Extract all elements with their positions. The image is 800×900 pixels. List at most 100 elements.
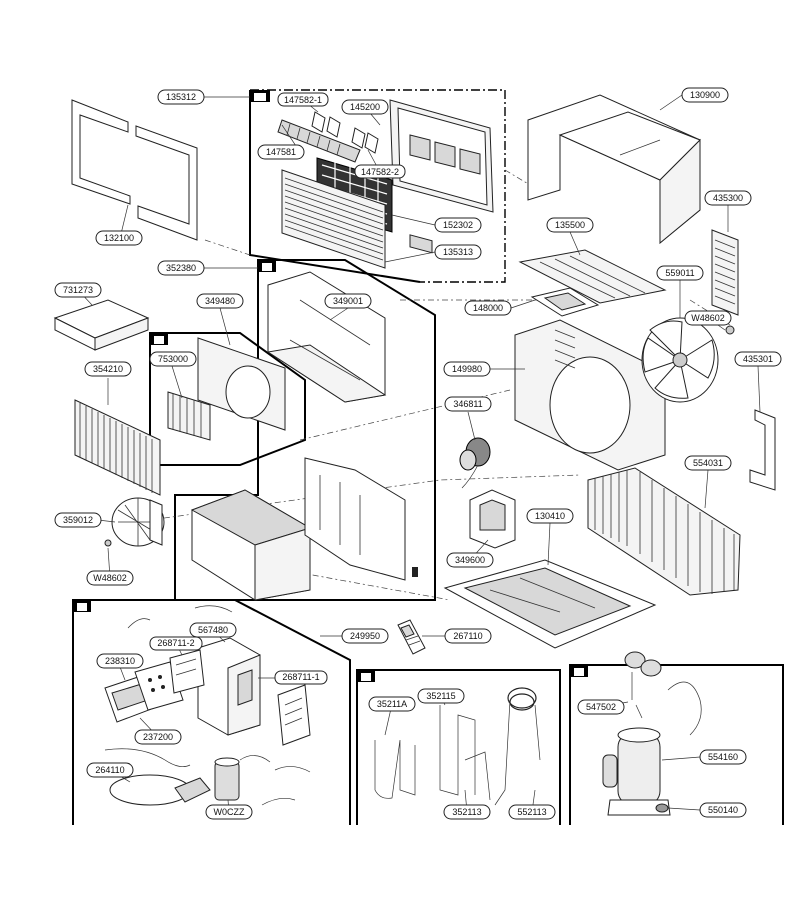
group-border-pipes	[356, 669, 561, 825]
side-louver-right-part	[711, 229, 739, 316]
control-panel-bracket-part	[304, 457, 418, 581]
main-pcb-box-part	[197, 637, 261, 736]
fan-shroud-part	[514, 319, 666, 471]
svg-text:268711-1: 268711-1	[282, 672, 319, 682]
callout-554031: 554031	[684, 455, 732, 471]
callout-35211a: 35211A	[368, 696, 416, 712]
svg-text:148000: 148000	[473, 303, 503, 313]
svg-text:145200: 145200	[350, 102, 380, 112]
rubber-grommet-part	[655, 803, 669, 813]
capillary-pipe-part	[464, 687, 541, 806]
svg-text:753000: 753000	[158, 354, 188, 364]
callout-731273: 731273	[54, 282, 102, 298]
motor-mount-part	[469, 489, 516, 549]
side-bracket-part	[749, 409, 776, 491]
svg-text:147582-1: 147582-1	[284, 95, 322, 105]
svg-text:346811: 346811	[453, 399, 482, 409]
callout-148000: 148000	[464, 300, 512, 316]
remote-control-part	[397, 619, 426, 655]
callout-147581: 147581	[257, 144, 305, 160]
svg-text:559011: 559011	[665, 268, 694, 278]
svg-text:349600: 349600	[455, 555, 485, 565]
callout-130410: 130410	[526, 508, 574, 524]
condenser-fan-part	[641, 317, 719, 403]
svg-text:354210: 354210	[93, 364, 123, 374]
svg-text:W0CZZ: W0CZZ	[214, 807, 245, 817]
filter-guide-part	[277, 111, 379, 163]
evaporator-coil-part	[74, 399, 161, 496]
callout-349600: 349600	[446, 552, 494, 568]
blower-wheel-part	[111, 497, 165, 547]
callout-567480: 567480	[189, 622, 237, 638]
svg-text:435300: 435300	[713, 193, 743, 203]
callout-238310: 238310	[96, 653, 144, 669]
callout-145200: 145200	[341, 99, 389, 115]
blower-nut-part	[104, 539, 112, 547]
svg-text:147581: 147581	[266, 147, 296, 157]
svg-text:552113: 552113	[517, 807, 546, 817]
compressor-wire-part	[667, 681, 702, 736]
callout-132100: 132100	[95, 230, 143, 246]
heater-assembly-part	[167, 391, 211, 441]
control-box-case-part	[190, 489, 312, 601]
callout-753000: 753000	[149, 351, 197, 367]
callout-559011: 559011	[656, 265, 704, 281]
callout-147582-1: 147582-1	[277, 92, 329, 107]
chassis-frame-part	[266, 271, 387, 403]
group-border-compressor	[569, 664, 784, 825]
condenser-coil-part	[587, 467, 741, 596]
callout-352113: 352113	[443, 804, 491, 820]
fan-nut-part	[725, 325, 735, 335]
callout-w0czz: W0CZZ	[205, 804, 253, 820]
callout-349480: 349480	[196, 293, 244, 309]
svg-text:130410: 130410	[535, 511, 565, 521]
suction-pipe-part	[374, 739, 416, 799]
callout-268711-2: 268711-2	[149, 636, 203, 651]
capacitor-part	[214, 757, 240, 801]
callout-w48602-fan: W48602	[684, 310, 732, 326]
svg-text:550140: 550140	[708, 805, 738, 815]
callout-550140: 550140	[699, 802, 747, 818]
callout-349001: 349001	[324, 293, 372, 309]
callout-149980: 149980	[443, 361, 491, 377]
callout-264110: 264110	[86, 762, 134, 778]
svg-text:152302: 152302	[443, 220, 473, 230]
svg-text:731273: 731273	[63, 285, 93, 295]
svg-text:238310: 238310	[105, 656, 135, 666]
svg-text:554160: 554160	[708, 752, 738, 762]
power-cord-part	[109, 605, 233, 806]
callout-352115: 352115	[417, 688, 465, 704]
callout-346811: 346811	[444, 396, 492, 412]
callout-359012: 359012	[54, 512, 102, 528]
svg-text:149980: 149980	[452, 364, 482, 374]
front-frame-part	[71, 99, 198, 241]
callout-249950: 249950	[341, 628, 389, 644]
callout-354210: 354210	[84, 361, 132, 377]
wire-harness-part	[104, 748, 311, 806]
svg-text:349001: 349001	[333, 296, 363, 306]
filter-cartridge-part	[53, 299, 150, 351]
group-border-grille	[250, 89, 506, 283]
svg-text:349480: 349480	[205, 296, 235, 306]
svg-text:130900: 130900	[690, 90, 720, 100]
group-border-electrical	[72, 599, 351, 825]
callout-435301: 435301	[734, 351, 782, 367]
svg-text:W48602: W48602	[93, 573, 127, 583]
svg-text:135312: 135312	[166, 92, 196, 102]
svg-text:147582-2: 147582-2	[361, 167, 399, 177]
svg-text:249950: 249950	[350, 631, 380, 641]
callout-152302: 152302	[434, 217, 482, 233]
svg-text:554031: 554031	[693, 458, 723, 468]
air-guide-part	[518, 249, 667, 304]
svg-text:135313: 135313	[443, 247, 473, 257]
svg-text:264110: 264110	[95, 765, 124, 775]
callout-237200: 237200	[134, 729, 182, 745]
svg-text:352113: 352113	[452, 807, 481, 817]
leader-lines	[77, 94, 761, 813]
svg-text:547502: 547502	[586, 702, 616, 712]
discharge-pipe-part	[439, 705, 476, 796]
inlet-grille-part	[281, 169, 386, 269]
cabinet-part	[527, 94, 701, 245]
overload-protector-part	[624, 651, 662, 719]
